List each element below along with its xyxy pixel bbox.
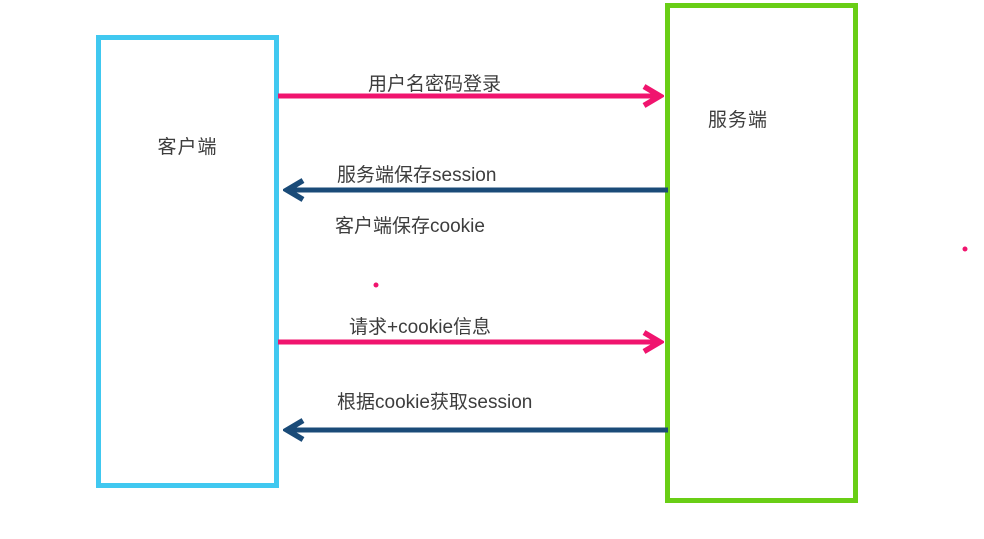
client-box-label: 客户端: [157, 137, 218, 158]
server-box-label: 服务端: [708, 110, 769, 131]
label-request-cookie: 请求+cookie信息: [349, 317, 492, 338]
label-login: 用户名密码登录: [368, 74, 502, 95]
stray-dot-right: [962, 246, 968, 252]
server-box: 服务端: [665, 3, 858, 503]
client-box: 客户端: [96, 35, 279, 488]
label-save-cookie: 客户端保存cookie: [335, 216, 485, 237]
label-save-session: 服务端保存session: [337, 165, 497, 186]
label-get-session: 根据cookie获取session: [337, 392, 533, 413]
stray-dot-left: [373, 282, 379, 288]
